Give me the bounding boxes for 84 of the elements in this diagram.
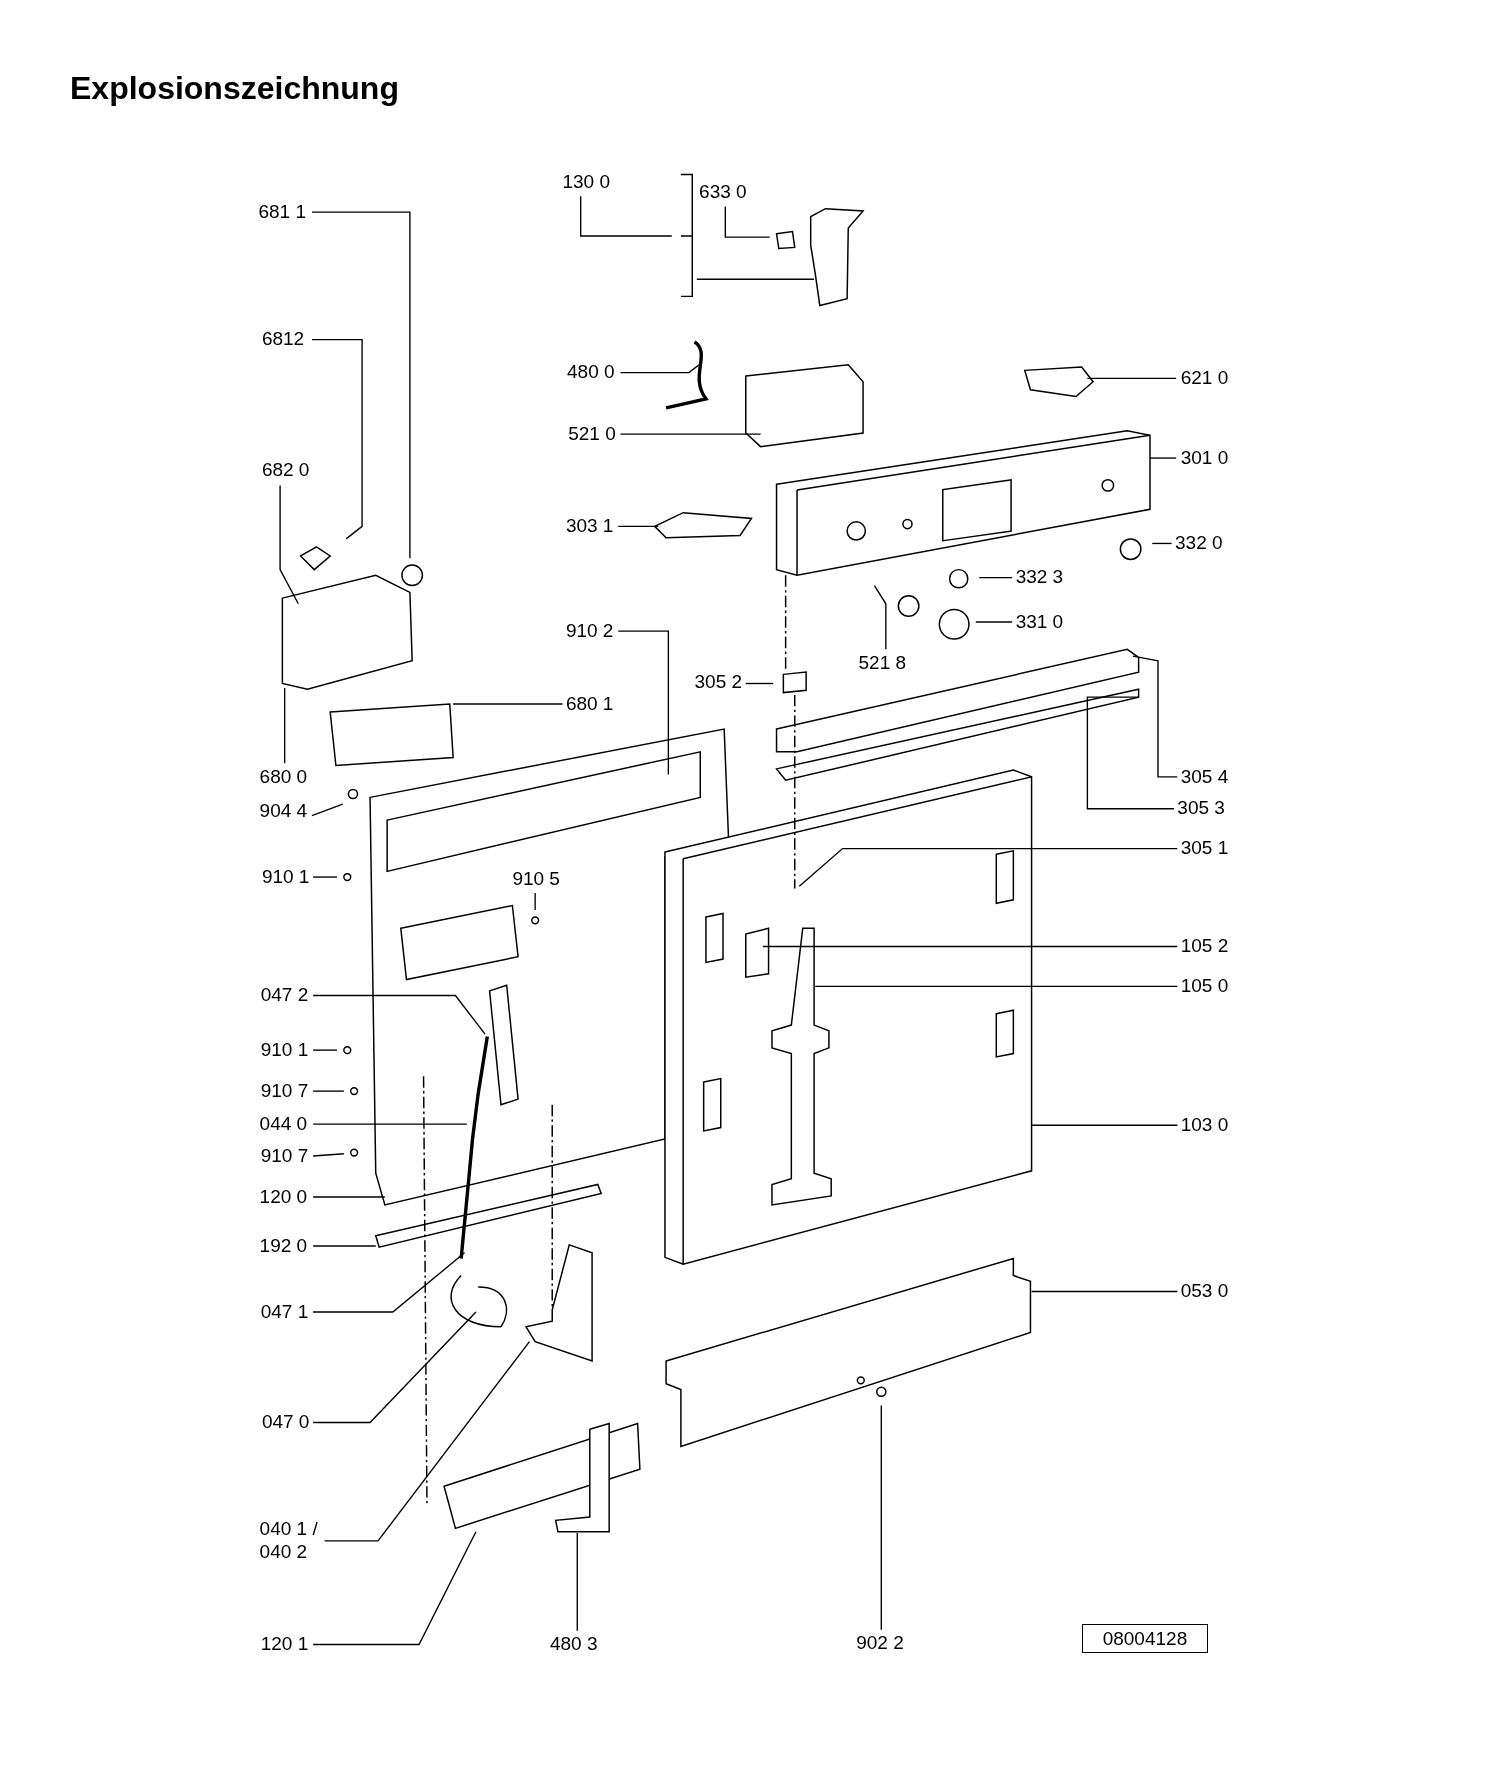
leader-line (617, 525, 659, 528)
title: Explosionszeichnung (70, 72, 399, 104)
callout-number: 331 0 (1015, 609, 1064, 634)
leader-line (312, 1090, 345, 1092)
callout-number: 120 0 (259, 1184, 308, 1209)
leader-line (312, 1196, 386, 1198)
callout-number: 633 0 (699, 180, 747, 205)
callout-number: 103 0 (1180, 1112, 1229, 1137)
callout-number: 6812 (261, 327, 305, 352)
callout-number: 192 0 (259, 1233, 308, 1258)
leader-line (1149, 457, 1177, 459)
callout-number: 902 2 (856, 1631, 904, 1655)
leader-line (580, 195, 673, 237)
leader-line (745, 682, 774, 685)
drawing-number-box: 08004128 (1081, 1623, 1209, 1654)
callout-number: 305 3 (1177, 796, 1225, 821)
leader-line (312, 1245, 377, 1247)
callout-number: 305 1 (1180, 836, 1229, 860)
leader-line (312, 1049, 338, 1051)
leader-line (452, 703, 564, 705)
callout-number: 910 5 (512, 867, 560, 891)
callout-number: 044 0 (259, 1111, 308, 1136)
callout-number: 682 0 (261, 458, 310, 482)
leader-line (323, 1340, 531, 1542)
leader-line (1086, 696, 1175, 810)
leader-line (283, 687, 286, 764)
leader-line (617, 630, 670, 776)
leader-line (1030, 1124, 1178, 1126)
leader-line (724, 205, 771, 238)
leader-line (312, 1123, 468, 1125)
callout-number: 521 8 (858, 650, 907, 675)
leader-line (619, 364, 700, 374)
leader-line (534, 892, 536, 911)
leader-line (312, 876, 338, 878)
callout-number: 680 1 (565, 691, 614, 716)
callout-number: 303 1 (565, 514, 614, 538)
leader-line (279, 484, 299, 605)
leader-line (619, 433, 762, 435)
callout-number: 480 0 (567, 360, 615, 385)
leader-line (1132, 655, 1178, 778)
leader-line (1151, 542, 1173, 545)
callout-number: 904 4 (259, 798, 308, 823)
callout-number: 910 2 (565, 618, 614, 643)
leader-line (311, 338, 363, 540)
leader-line (814, 985, 1178, 988)
leader-line (312, 1311, 477, 1424)
callout-number: 521 0 (568, 421, 616, 446)
callout-number: 305 2 (694, 670, 743, 694)
callout-number: 621 0 (1180, 366, 1229, 390)
callout-number: 120 1 (260, 1632, 309, 1656)
leader-line (312, 1153, 345, 1157)
callout-number: 105 0 (1180, 974, 1229, 998)
leader-line (762, 945, 1178, 948)
callout-number: 105 2 (1180, 934, 1229, 958)
callout-number: 053 0 (1180, 1279, 1229, 1303)
leader-line (978, 576, 1013, 579)
callout-number: 910 7 (260, 1143, 309, 1168)
callout-number: 480 3 (549, 1632, 598, 1656)
callout-number: 047 0 (261, 1410, 310, 1434)
leader-line (312, 1252, 466, 1313)
leader-line (311, 211, 411, 559)
leader-line (1030, 1290, 1178, 1293)
leader-line (312, 994, 486, 1035)
callout-number: 047 1 (260, 1299, 309, 1324)
leader-line (880, 1404, 882, 1631)
callout-number: 910 1 (260, 1037, 309, 1062)
callout-number: 040 1 / 040 2 (259, 1516, 331, 1565)
callout-number: 332 0 (1175, 531, 1223, 555)
leader-line (576, 1532, 578, 1632)
leader-line (798, 847, 1178, 887)
leader-line (873, 584, 887, 651)
callout-number: 305 4 (1180, 764, 1229, 789)
leader-line (312, 1531, 477, 1646)
leader-line (311, 803, 344, 817)
callout-number: 301 0 (1180, 445, 1229, 470)
leader-line (975, 621, 1013, 623)
callout-number: 332 3 (1015, 565, 1064, 589)
callout-number: 680 0 (259, 764, 308, 789)
leader-line (1086, 377, 1177, 380)
callout-number: 681 1 (258, 199, 306, 224)
callout-number: 910 7 (260, 1078, 309, 1103)
callout-number: 130 0 (562, 170, 610, 194)
callout-number: 047 2 (260, 983, 309, 1007)
callout-number: 910 1 (261, 864, 310, 889)
